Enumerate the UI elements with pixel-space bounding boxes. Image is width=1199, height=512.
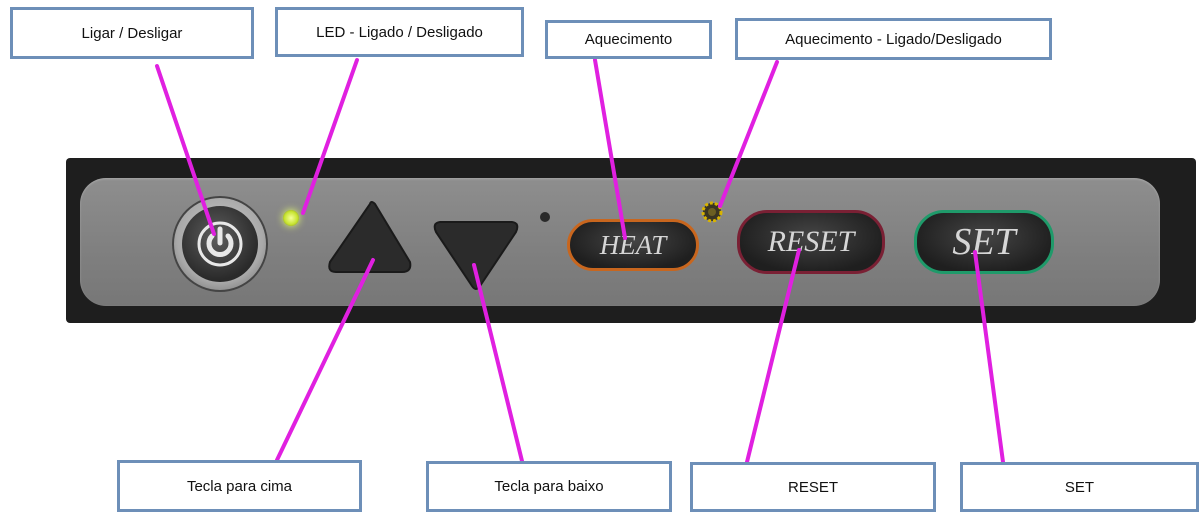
callout-reset-text: RESET — [787, 478, 838, 496]
power-led — [283, 210, 299, 226]
callout-power: Ligar / Desligar — [10, 7, 254, 59]
callout-heat: Aquecimento — [545, 20, 712, 59]
callout-down-key: Tecla para baixo — [426, 461, 672, 512]
leader-reset — [745, 248, 801, 464]
power-icon — [197, 221, 243, 267]
set-button-label: SET — [952, 221, 1016, 263]
leader-set — [973, 250, 1005, 464]
callout-heat-text: Aquecimento — [584, 31, 673, 48]
set-button[interactable]: SET — [914, 210, 1054, 274]
up-arrow-key[interactable] — [328, 201, 412, 273]
leader-aquecimento-led — [718, 60, 779, 208]
leader-led — [301, 58, 359, 215]
callout-reset: RESET — [690, 462, 936, 512]
callout-set-text: SET — [1064, 478, 1095, 496]
callout-heat-led-text: Aquecimento - Ligado/Desligado — [785, 30, 1002, 48]
callout-power-text: Ligar / Desligar — [81, 24, 183, 42]
indicator-dot — [540, 212, 550, 222]
leader-aquecimento — [593, 58, 627, 240]
leader-ligar — [155, 64, 216, 236]
callout-set: SET — [960, 462, 1199, 512]
callout-led-text: LED - Ligado / Desligado — [316, 23, 483, 41]
heat-indicator-led — [701, 201, 723, 223]
callout-heat-led: Aquecimento - Ligado/Desligado — [735, 18, 1052, 60]
reset-button-label: RESET — [767, 225, 855, 258]
callout-down-key-text: Tecla para baixo — [494, 478, 604, 495]
power-button[interactable] — [182, 206, 258, 282]
down-arrow-key[interactable] — [433, 221, 519, 290]
heat-button[interactable]: HEAT — [567, 219, 699, 271]
callout-led: LED - Ligado / Desligado — [275, 7, 524, 57]
reset-button[interactable]: RESET — [737, 210, 885, 274]
leader-baixo — [472, 263, 524, 463]
heat-button-label: HEAT — [599, 229, 667, 260]
callout-up-key: Tecla para cima — [117, 460, 362, 512]
callout-up-key-text: Tecla para cima — [186, 477, 293, 495]
leader-cima — [275, 258, 375, 462]
